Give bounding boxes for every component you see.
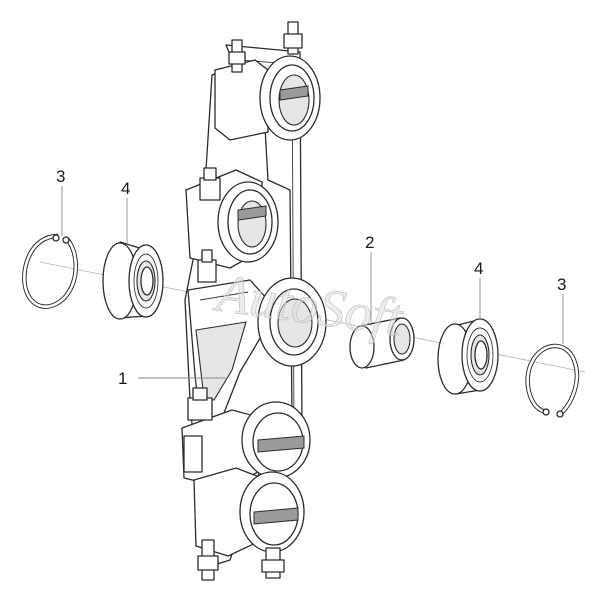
top-bearing-boss (214, 21, 321, 141)
bushing-sleeve (349, 317, 415, 369)
ball-bearing-right (437, 318, 499, 395)
circlip-right (525, 343, 580, 418)
leader-lines (61, 186, 564, 379)
callout-1: 1 (118, 369, 127, 388)
callout-4-right: 4 (474, 259, 483, 278)
callout-labels: 1 2 3 4 4 3 (56, 167, 566, 388)
rocker-arm-bracket (181, 21, 327, 581)
ball-bearing-left (102, 241, 164, 320)
callout-4-left: 4 (121, 179, 130, 198)
lower-bearing-boss (181, 387, 311, 581)
callout-2: 2 (365, 233, 374, 252)
callout-3-left: 3 (56, 167, 65, 186)
circlip-left (22, 233, 78, 309)
callout-3-right: 3 (557, 275, 566, 294)
middle-bearing-boss (185, 167, 279, 283)
lever-pivot-bore (257, 277, 327, 367)
